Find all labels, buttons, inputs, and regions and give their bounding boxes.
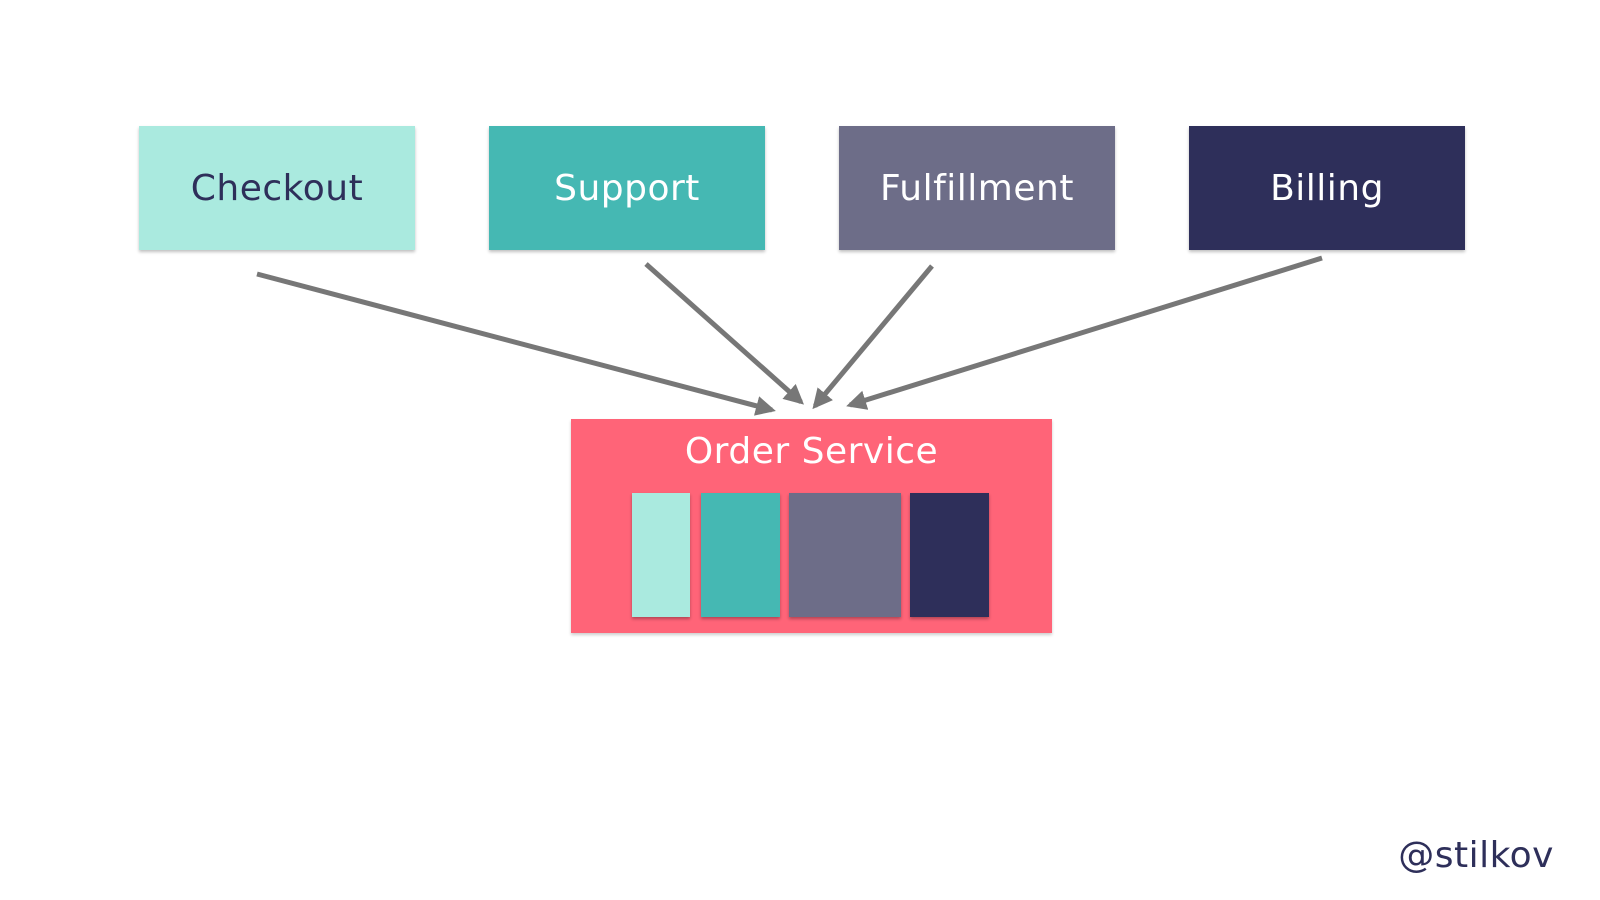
author-handle: @stilkov <box>1398 835 1554 876</box>
arrow-billing-to-order <box>846 255 1323 410</box>
checkout-box: Checkout <box>139 126 415 250</box>
arrow-support-to-order <box>644 262 804 405</box>
order-service-label: Order Service <box>684 431 939 472</box>
checkout-label: Checkout <box>190 167 364 209</box>
fulfillment-box: Fulfillment <box>839 126 1115 250</box>
arrow-checkout-to-order <box>256 271 776 416</box>
billing-box: Billing <box>1189 126 1465 250</box>
support-label: Support <box>554 167 700 209</box>
fulfillment-label: Fulfillment <box>880 167 1074 209</box>
billing-label: Billing <box>1270 167 1384 209</box>
support-box: Support <box>489 126 765 250</box>
order-service-box: Order Service <box>571 419 1052 633</box>
order-part-fulfillment <box>789 493 901 617</box>
order-part-support <box>701 493 780 617</box>
order-part-billing <box>910 493 989 617</box>
order-part-checkout <box>632 493 690 617</box>
arrow-fulfillment-to-order <box>812 264 934 410</box>
